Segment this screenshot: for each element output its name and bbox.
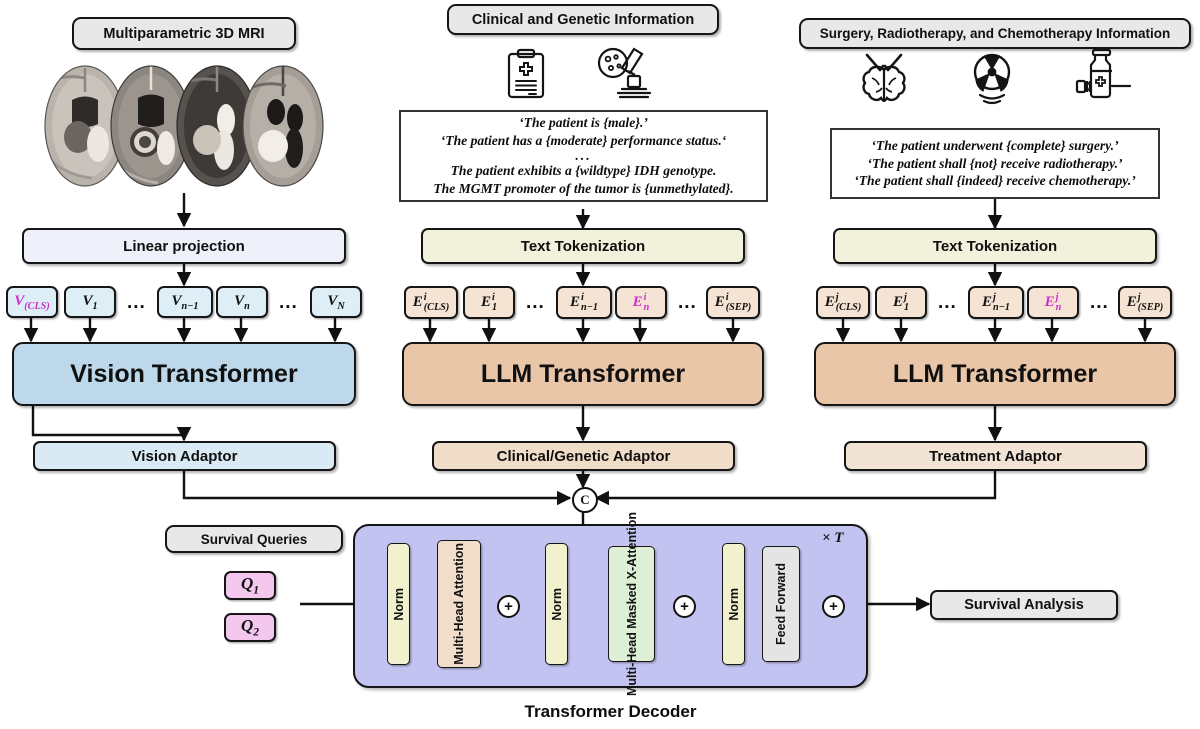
clinical-ellipsis-left: ... bbox=[526, 292, 545, 313]
clinical-ellipsis-right: ... bbox=[678, 292, 697, 313]
vision-adaptor-box: Vision Adaptor bbox=[33, 441, 336, 471]
token-v-1: V1 bbox=[64, 286, 116, 318]
decoder-norm-3: Norm bbox=[722, 543, 745, 665]
treatment-adaptor-box: Treatment Adaptor bbox=[844, 441, 1147, 471]
treatment-prompt-line-1: ‘The patient shall {not} receive radioth… bbox=[867, 155, 1123, 171]
clinical-prompt-line-0: ‘The patient is {male}.’ bbox=[519, 114, 648, 130]
treatment-prompt-line-2: ‘The patient shall {indeed} receive chem… bbox=[854, 173, 1136, 189]
transformer-decoder-caption: Transformer Decoder bbox=[524, 702, 697, 721]
decoder-norm-2-label: Norm bbox=[549, 587, 564, 621]
header-clinical-genetic-information: Clinical and Genetic Information bbox=[447, 4, 719, 35]
decoder-repeat-label: × T bbox=[822, 530, 844, 546]
decoder-residual-add-2: + bbox=[673, 595, 696, 618]
clinical-prompt-line-1: ‘The patient has a {moderate} performanc… bbox=[440, 132, 727, 148]
mri-slice-flair bbox=[242, 65, 324, 187]
clinical-llm-transformer-box: LLM Transformer bbox=[402, 342, 764, 406]
decoder-norm-1-label: Norm bbox=[391, 587, 406, 621]
header-multiparametric-3d-mri: Multiparametric 3D MRI bbox=[72, 17, 296, 50]
mri-slice-t1 bbox=[44, 65, 126, 187]
token-v-n: Vn bbox=[216, 286, 268, 318]
query-token-q2: Q2 bbox=[224, 613, 276, 642]
clipboard-medical-icon bbox=[505, 48, 547, 100]
survival-analysis-output-box: Survival Analysis bbox=[930, 590, 1118, 620]
decoder-xattn-label: Multi-Head Masked X-Attention bbox=[624, 511, 639, 697]
token-v-cls: V(CLS) bbox=[6, 286, 58, 318]
clinical-genetic-adaptor-box: Clinical/Genetic Adaptor bbox=[432, 441, 735, 471]
vision-transformer-box: Vision Transformer bbox=[12, 342, 356, 406]
header-survival-queries: Survival Queries bbox=[165, 525, 343, 553]
decoder-residual-add-1: + bbox=[497, 595, 520, 618]
clinical-text-tokenization-box: Text Tokenization bbox=[421, 228, 745, 264]
clinical-prompt-panel: ‘The patient is {male}.’ ‘The patient ha… bbox=[399, 110, 768, 202]
brain-surgery-icon bbox=[858, 52, 910, 106]
decoder-mha-label: Multi-Head Attention bbox=[452, 543, 466, 665]
decoder-multi-head-attention: Multi-Head Attention bbox=[437, 540, 481, 668]
treatment-prompt-panel: ‘The patient underwent {complete} surger… bbox=[830, 128, 1160, 199]
token-v-n-minus-1: Vn−1 bbox=[157, 286, 213, 318]
radiation-icon bbox=[967, 52, 1017, 106]
decoder-norm-3-label: Norm bbox=[726, 587, 741, 621]
decoder-multi-head-masked-x-attention: Multi-Head Masked X-Attention bbox=[608, 512, 655, 696]
treatment-prompt-line-0: ‘The patient underwent {complete} surger… bbox=[871, 137, 1119, 153]
header-surgery-radiotherapy-chemotherapy: Surgery, Radiotherapy, and Chemotherapy … bbox=[799, 18, 1191, 49]
chemo-vial-syringe-icon bbox=[1074, 48, 1132, 104]
treatment-llm-transformer-box: LLM Transformer bbox=[814, 342, 1176, 406]
concat-node: C bbox=[572, 487, 598, 513]
query-token-q1: Q1 bbox=[224, 571, 276, 600]
clinical-prompt-line-2: ... bbox=[575, 147, 592, 163]
mri-slice-strip bbox=[42, 62, 326, 190]
vision-ellipsis-left: ... bbox=[127, 292, 146, 313]
microscope-icon bbox=[596, 46, 654, 102]
decoder-feed-forward: Feed Forward bbox=[762, 546, 800, 662]
decoder-residual-add-3: + bbox=[822, 595, 845, 618]
clinical-prompt-line-3: The patient exhibits a {wildtype} IDH ge… bbox=[450, 163, 717, 179]
decoder-feed-forward-label: Feed Forward bbox=[774, 563, 788, 645]
treatment-ellipsis-left: ... bbox=[938, 292, 957, 313]
token-v-N: VN bbox=[310, 286, 362, 318]
mri-slice-t2 bbox=[176, 65, 258, 187]
treatment-ellipsis-right: ... bbox=[1090, 292, 1109, 313]
mri-slice-t1ce bbox=[110, 65, 192, 187]
decoder-norm-2: Norm bbox=[545, 543, 568, 665]
decoder-norm-1: Norm bbox=[387, 543, 410, 665]
vision-ellipsis-right: ... bbox=[279, 292, 298, 313]
clinical-prompt-line-4: The MGMT promoter of the tumor is {unmet… bbox=[433, 181, 734, 197]
linear-projection-box: Linear projection bbox=[22, 228, 346, 264]
treatment-text-tokenization-box: Text Tokenization bbox=[833, 228, 1157, 264]
